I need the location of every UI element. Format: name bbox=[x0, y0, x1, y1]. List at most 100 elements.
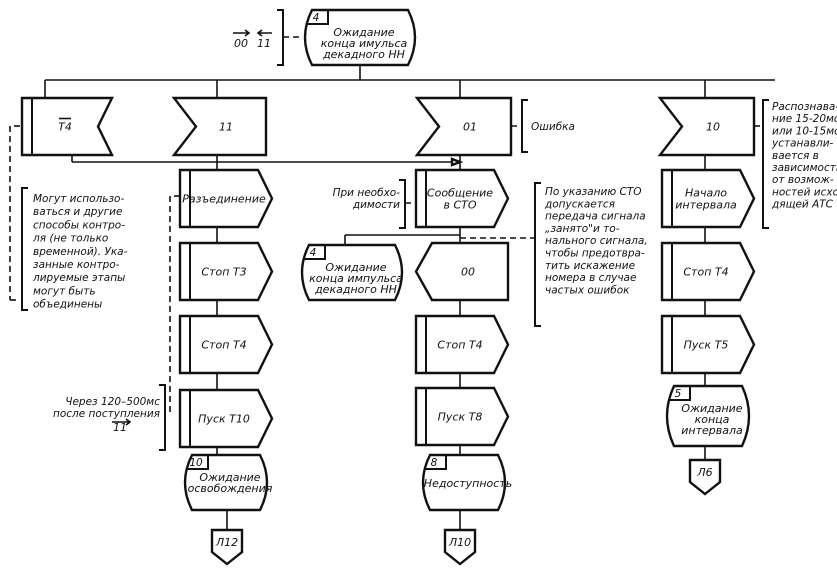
input-label: 10 bbox=[706, 121, 720, 134]
task-label: в СТО bbox=[443, 199, 476, 212]
task-label: Стоп Т3 bbox=[201, 266, 246, 279]
input-01 bbox=[414, 96, 513, 157]
task-label: Разъединение bbox=[182, 193, 266, 206]
sto-bracket bbox=[534, 182, 541, 327]
task-interval-start bbox=[660, 168, 756, 229]
sto-note: допускается bbox=[544, 198, 615, 210]
sto-note: чтобы предотвра- bbox=[545, 248, 645, 260]
task-label: Пуск Т8 bbox=[438, 411, 483, 424]
task-label: Стоп Т4 bbox=[201, 339, 246, 352]
state-label: декадного НН bbox=[322, 48, 405, 61]
task-col01-start-t8 bbox=[414, 386, 510, 447]
task-label: интервала bbox=[675, 199, 737, 212]
task-label: Начало bbox=[685, 187, 727, 200]
task-col10-start-t5 bbox=[660, 314, 756, 375]
sto-note: тить искажение bbox=[545, 260, 635, 272]
control-methods-note: занные контро- bbox=[33, 259, 120, 271]
input-note-11: 11 bbox=[257, 37, 271, 50]
output-label: 00 bbox=[461, 266, 475, 279]
recognition-bracket bbox=[762, 99, 769, 229]
control-methods-note: Могут использо- bbox=[33, 193, 124, 205]
input-note-00: 00 bbox=[234, 37, 248, 50]
recognition-note: ностей исхо- bbox=[772, 186, 837, 198]
state-label: Ожидание bbox=[681, 402, 742, 415]
state-label: интервала bbox=[681, 424, 743, 437]
after-11-bracket bbox=[159, 384, 166, 451]
task-label: Стоп Т4 bbox=[683, 266, 728, 279]
task-label: Пуск Т5 bbox=[684, 339, 729, 352]
sto-note: передача сигнала bbox=[545, 211, 646, 223]
state-label: освобождения bbox=[188, 482, 273, 495]
task-col01-stop-t4 bbox=[414, 314, 510, 375]
state-label: декадного НН bbox=[314, 283, 397, 296]
input-10 bbox=[657, 96, 756, 157]
input-t4 bbox=[20, 96, 114, 157]
task-label: Стоп Т4 bbox=[437, 339, 482, 352]
arrow-right-icon bbox=[233, 29, 251, 37]
task-col11-2 bbox=[178, 314, 274, 375]
arrow-right-icon bbox=[112, 418, 132, 426]
if-needed-bracket bbox=[399, 179, 406, 229]
connector-label: Л10 bbox=[448, 536, 471, 549]
input-label: 01 bbox=[463, 121, 477, 134]
control-methods-note: ля (не только bbox=[32, 233, 108, 245]
task-label: Сообщение bbox=[427, 187, 493, 200]
if-needed-note: При необхо- bbox=[333, 187, 401, 199]
sto-note: „занято"и то- bbox=[545, 223, 620, 235]
input-label: 11 bbox=[219, 121, 233, 134]
control-methods-bracket bbox=[21, 187, 28, 311]
sto-note: По указанию СТО bbox=[545, 186, 642, 198]
top-state-bracket bbox=[277, 9, 284, 66]
sto-note: номера в случае bbox=[545, 272, 636, 284]
state-number: 4 bbox=[310, 247, 317, 259]
task-col11-1 bbox=[178, 241, 274, 302]
control-methods-note: ваться и другие bbox=[33, 206, 122, 218]
after-11-note: после поступления bbox=[53, 408, 160, 420]
state-number: 10 bbox=[189, 457, 203, 469]
state-number-tab bbox=[668, 386, 691, 401]
connector-label: Л12 bbox=[215, 536, 238, 549]
recognition-note: зависимости bbox=[772, 162, 837, 174]
state-number-tab bbox=[303, 245, 326, 260]
control-methods-note: объединены bbox=[33, 299, 102, 311]
state-number: 4 bbox=[313, 12, 320, 24]
sto-note: частых ошибок bbox=[545, 284, 630, 296]
recognition-note: от возмож- bbox=[772, 174, 834, 186]
recognition-note: или 10-15мс; bbox=[772, 125, 837, 137]
state-label: конца импульса bbox=[309, 272, 403, 285]
connector-label: Л6 bbox=[696, 466, 712, 479]
state-number-tab bbox=[424, 455, 447, 470]
task-col10-stop-t4 bbox=[660, 241, 756, 302]
control-methods-note: временной). Ука- bbox=[33, 246, 128, 258]
state-label: Ожидание bbox=[199, 471, 260, 484]
state-label: Ожидание bbox=[333, 26, 394, 39]
task-col11-0 bbox=[178, 168, 274, 229]
arrow-head-icon bbox=[450, 157, 464, 167]
state-number: 8 bbox=[431, 457, 438, 469]
task-col11-3 bbox=[178, 388, 274, 449]
sto-note: нального сигнала, bbox=[545, 235, 648, 247]
connector-l6 bbox=[688, 458, 722, 496]
error-note: Ошибка bbox=[531, 121, 575, 133]
task-sto-message bbox=[414, 168, 510, 229]
top-state bbox=[303, 8, 417, 67]
control-methods-note: могут быть bbox=[33, 285, 96, 297]
error-bracket bbox=[521, 99, 528, 153]
recognition-note: ние 15-20мс bbox=[772, 113, 837, 125]
branch-state bbox=[300, 243, 404, 302]
recognition-note: дящей АТС bbox=[771, 199, 834, 211]
input-label: T4 bbox=[58, 121, 72, 134]
after-11-note: Через 120–500мс bbox=[65, 396, 160, 408]
state-number-tab bbox=[186, 455, 209, 470]
state-label: конца имульса bbox=[321, 37, 408, 50]
input-11 bbox=[171, 96, 268, 157]
recognition-note: Распознава- bbox=[772, 101, 837, 113]
output-00 bbox=[414, 241, 510, 302]
state-number-tab bbox=[306, 10, 329, 25]
state-label: Ожидание bbox=[325, 261, 386, 274]
control-methods-note: лируемые этапы bbox=[32, 272, 125, 284]
if-needed-note: димости bbox=[352, 199, 400, 211]
